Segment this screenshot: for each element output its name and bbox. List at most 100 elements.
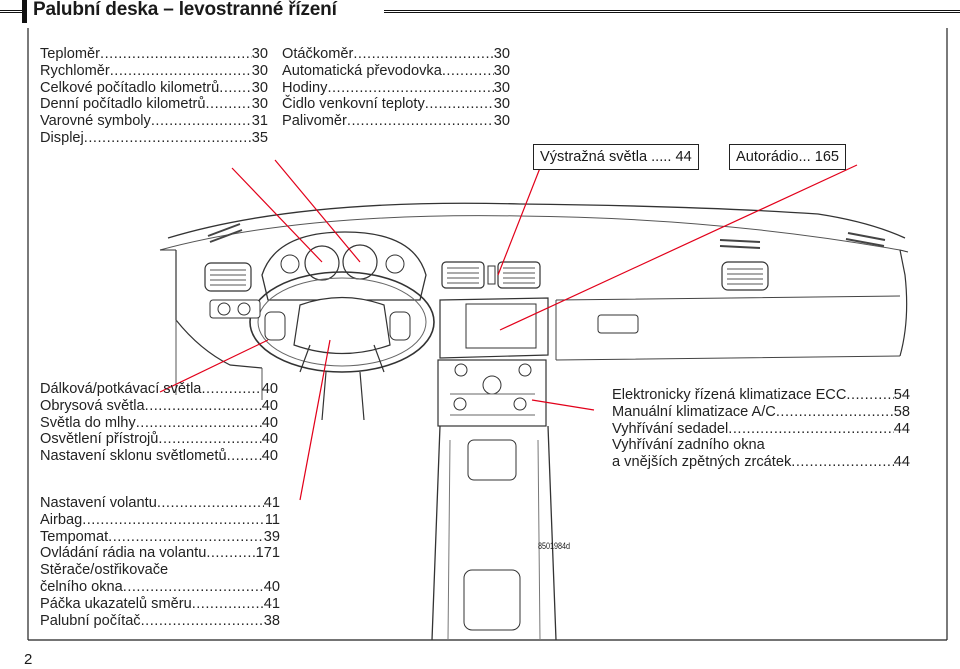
index-label: Stěrače/ostřikovače — [40, 562, 169, 579]
index-label: Celkové počítadlo kilometrů — [40, 79, 220, 96]
leader-dots — [108, 529, 264, 546]
page-ref: 30 — [493, 96, 510, 113]
leader-dots — [791, 454, 894, 471]
warning-lights-box: Výstražná světla ..... 44 — [533, 144, 699, 170]
page-ref: 30 — [493, 46, 510, 62]
index-label: Rychloměr — [40, 62, 110, 79]
index-row: Palivoměr 30 — [282, 113, 510, 130]
index-row: Denní počítadlo kilometrů30 — [40, 96, 268, 113]
index-row: Páčka ukazatelů směru 41 — [40, 596, 280, 613]
header-rule-left — [0, 10, 22, 13]
index-label: Airbag — [40, 511, 83, 528]
radio-box: Autorádio... 165 — [729, 144, 847, 170]
index-row: Nastavení volantu41 — [40, 495, 280, 512]
index-row: Čidlo venkovní teploty 30 — [282, 96, 510, 113]
page-ref: 11 — [264, 511, 280, 528]
index-row: Obrysová světla40 — [40, 398, 278, 415]
index-row: Tempomat39 — [40, 529, 280, 546]
page-title: Palubní deska – levostranné řízení — [33, 0, 337, 20]
index-row: Automatická převodovka 30 — [282, 63, 510, 80]
leader-dots — [145, 398, 262, 415]
leader-dots — [84, 130, 252, 147]
leader-dots — [110, 63, 252, 80]
index-row: Rychloměr30 — [40, 63, 268, 80]
index-label: Páčka ukazatelů směru — [40, 595, 192, 612]
index-row: Displej 35 — [40, 130, 268, 147]
lights-list: Dálková/potkávací světla 40 Obrysová svět… — [40, 381, 278, 465]
leader-dots — [425, 96, 494, 113]
figure-code: 8501984d — [538, 541, 571, 551]
leader-dots — [442, 63, 494, 80]
box-label: Výstražná světla — [540, 149, 648, 165]
page-ref: 54 — [893, 387, 910, 403]
index-label: Nastavení volantu — [40, 495, 157, 511]
page-ref: 40 — [261, 414, 278, 431]
index-label: Elektronicky řízená klimatizace ECC — [612, 387, 847, 403]
index-row: Teploměr30 — [40, 46, 268, 63]
page-ref: 39 — [263, 528, 280, 545]
page-ref: 35 — [251, 129, 268, 146]
page-ref: 41 — [263, 595, 280, 612]
leader-dots — [157, 495, 264, 512]
index-label: Displej — [40, 129, 84, 146]
page-ref: 171 — [255, 545, 280, 562]
page-ref: 40 — [261, 381, 278, 397]
index-row: a vnějších zpětných zrcátek 44 — [612, 454, 910, 471]
page-number: 2 — [24, 651, 33, 668]
header-rule-right — [384, 10, 960, 13]
index-label: Vyhřívání sedadel — [612, 420, 729, 437]
index-label: Automatická převodovka — [282, 62, 442, 79]
page-ref: 30 — [493, 62, 510, 79]
index-row: Palubní počítač 38 — [40, 613, 280, 630]
leader-dots — [347, 113, 494, 130]
index-row: Osvětlení přístrojů40 — [40, 431, 278, 448]
leader-dots: ... — [798, 149, 815, 165]
index-row: Ovládání rádia na volantu 171 — [40, 545, 280, 562]
page-ref: 30 — [251, 96, 268, 113]
leader-dots — [192, 596, 264, 613]
index-row: čelního okna40 — [40, 579, 280, 596]
gauges-list: Teploměr30 Rychloměr30 Celkové počítadlo… — [40, 46, 268, 147]
page-ref: 40 — [261, 397, 278, 414]
index-label: Palivoměr — [282, 113, 347, 130]
page-ref: 30 — [251, 79, 268, 96]
page-ref: 38 — [263, 612, 280, 629]
leader-dots — [123, 579, 264, 596]
page-ref: 165 — [814, 149, 840, 165]
index-row: Celkové počítadlo kilometrů 30 — [40, 80, 268, 97]
page-ref: 30 — [251, 46, 268, 62]
index-label: Hodiny — [282, 79, 328, 96]
box-label: Autorádio — [736, 149, 799, 165]
index-label: Nastavení sklonu světlometů — [40, 448, 227, 465]
index-row: Elektronicky řízená klimatizace ECC 54 — [612, 387, 910, 404]
header-marker — [22, 0, 27, 23]
leader-dots — [151, 113, 252, 130]
index-row: Airbag 11 — [40, 512, 280, 529]
steering-list: Nastavení volantu41 Airbag11 Tempomat39 … — [40, 495, 280, 629]
leader-dots — [136, 415, 262, 432]
page-header: Palubní deska – levostranné řízení — [0, 0, 960, 26]
index-label: Dálková/potkávací světla — [40, 381, 202, 397]
leader-dots — [776, 404, 894, 421]
index-label: Čidlo venkovní teploty — [282, 96, 425, 113]
leader-dots: ..... — [647, 149, 676, 165]
index-label: Otáčkoměr — [282, 46, 354, 62]
leader-dots — [227, 448, 262, 465]
page-ref: 30 — [493, 113, 510, 130]
index-label: Ovládání rádia na volantu — [40, 545, 207, 562]
index-row: Varovné symboly31 — [40, 113, 268, 130]
index-label: Palubní počítač — [40, 612, 141, 629]
index-label: a vnějších zpětných zrcátek — [612, 454, 792, 471]
leader-dots — [158, 431, 261, 448]
page-ref: 58 — [893, 403, 910, 420]
page-ref: 40 — [261, 431, 278, 448]
index-row-first-line: Stěrače/ostřikovače — [40, 562, 280, 579]
page-ref: 40 — [261, 448, 278, 465]
leader-dots — [205, 96, 251, 113]
page-ref: 44 — [893, 454, 910, 471]
index-label: Manuální klimatizace A/C — [612, 403, 776, 420]
index-row: Otáčkoměr 30 — [282, 46, 510, 63]
leader-dots — [846, 387, 893, 404]
index-row-first-line: Vyhřívání zadního okna — [612, 437, 910, 454]
